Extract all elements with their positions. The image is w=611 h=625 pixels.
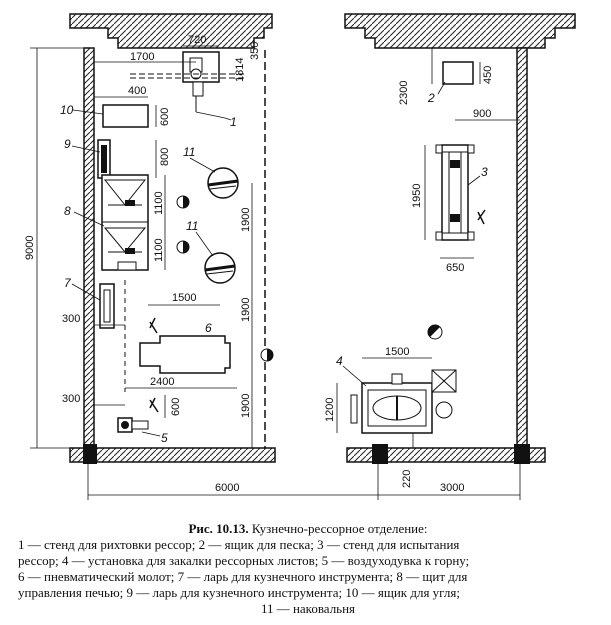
fixture-marker-a [176, 195, 190, 209]
label-1: 1 [230, 115, 237, 129]
dim-9000: 9000 [24, 236, 36, 260]
dim-300-lower: 300 [62, 393, 80, 405]
dim-800: 800 [159, 148, 171, 166]
left-room [69, 13, 276, 464]
right-floor-band [346, 447, 546, 463]
caption-title-bold: Рис. 10.13. [188, 521, 249, 536]
label-6: 6 [205, 321, 212, 335]
dim-2300: 2300 [398, 81, 410, 105]
floor-plan-drawing: 720 350 1814 1700 400 600 800 1100 1100 … [24, 13, 576, 500]
dim-600-top: 600 [159, 108, 171, 126]
dim-900: 900 [473, 108, 491, 120]
label-10: 10 [60, 103, 74, 117]
equipment-8-furnace-panel [101, 174, 149, 271]
left-wall [83, 47, 95, 449]
dim-600-lower: 600 [170, 398, 182, 416]
fixture-marker-b [176, 240, 190, 254]
label-9: 9 [64, 137, 71, 151]
right-column-black-a [372, 444, 388, 464]
dim-3000: 3000 [440, 482, 464, 494]
fixture-marker-d [427, 324, 443, 340]
equipment-1-stand [130, 51, 245, 119]
equipment-10-coal-box [102, 104, 149, 128]
dim-220: 220 [401, 470, 413, 488]
label-2: 2 [427, 91, 435, 105]
right-top-cornice [344, 13, 576, 49]
equipment-11-anvil-lower [204, 252, 236, 284]
label-3: 3 [481, 165, 488, 179]
right-wall [516, 47, 528, 449]
label-5: 5 [161, 431, 168, 445]
caption-line-4: управления печью; 9 — ларь для кузнечног… [18, 585, 460, 600]
fixture-marker-c [260, 348, 274, 362]
equipment-2-sand-box [442, 61, 474, 85]
left-top-cornice [69, 13, 273, 49]
equipment-3-test-stand [435, 144, 486, 241]
caption-line-2: рессор; 4 — установка для закалки рессор… [18, 553, 470, 568]
dim-1900-c: 1900 [240, 394, 252, 418]
dim-1500-right: 1500 [385, 346, 409, 358]
dim-1100-upper: 1100 [153, 191, 165, 215]
label-11-upper: 11 [183, 145, 195, 159]
dim-1100-lower: 1100 [153, 238, 165, 262]
dim-720: 720 [188, 34, 206, 46]
dimension-lines [30, 45, 521, 500]
equipment-5-blower [117, 397, 159, 433]
dim-450: 450 [482, 66, 494, 84]
right-room [344, 13, 576, 464]
dim-1900-b: 1900 [240, 298, 252, 322]
label-4: 4 [336, 354, 343, 368]
dim-300-upper: 300 [62, 313, 80, 325]
dim-1200: 1200 [324, 398, 336, 422]
left-column-black [83, 444, 97, 464]
dim-1814: 1814 [234, 58, 246, 82]
caption-title: Рис. 10.13. Кузнечно-рессорное отделение… [18, 521, 598, 537]
caption-title-rest: Кузнечно-рессорное отделение: [248, 521, 428, 536]
label-7: 7 [64, 276, 72, 290]
equipment-7-tool-chest [99, 280, 126, 392]
caption-line-1: 1 — стенд для рихтовки рессор; 2 — ящик … [18, 537, 460, 552]
equipment-6-pneumatic-hammer [139, 317, 231, 374]
equipment-9-tool-chest [97, 139, 111, 179]
dim-400: 400 [128, 85, 146, 97]
dim-1900-a: 1900 [240, 208, 252, 232]
dim-350: 350 [249, 42, 261, 60]
dim-650: 650 [446, 262, 464, 274]
dim-6000: 6000 [215, 482, 239, 494]
caption-line-3: 6 — пневматический молот; 7 — ларь для к… [18, 569, 468, 584]
caption-line-5: 11 — наковальня [260, 601, 356, 616]
dim-1500-left: 1500 [172, 292, 196, 304]
figure-caption: Рис. 10.13. Кузнечно-рессорное отделение… [18, 521, 598, 617]
equipment-11-anvil-upper [207, 167, 239, 199]
dim-1950: 1950 [411, 184, 423, 208]
dim-2400: 2400 [150, 376, 174, 388]
equipment-4-hardening-unit [350, 369, 457, 434]
right-column-black-b [514, 444, 530, 464]
label-8: 8 [64, 204, 71, 218]
dim-1700: 1700 [130, 51, 154, 63]
label-11-lower: 11 [186, 219, 198, 233]
left-floor-band [69, 447, 276, 463]
